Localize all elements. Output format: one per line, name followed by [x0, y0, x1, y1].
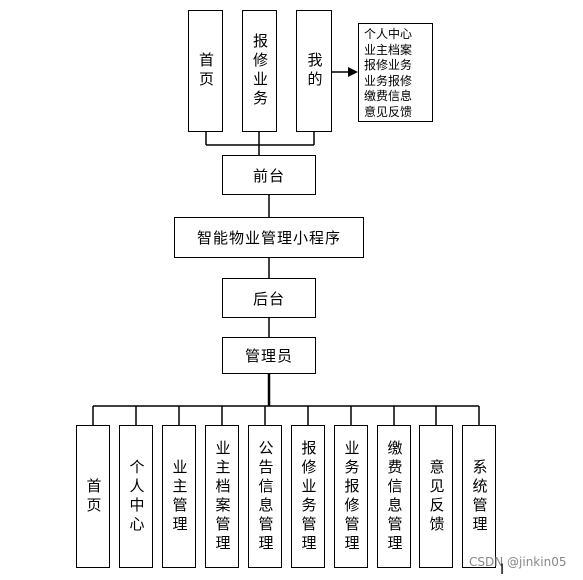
module-business-repair: 业务报修管理	[334, 425, 368, 568]
module-label: 缴费信息管理	[385, 439, 404, 554]
app-label: 智能物业管理小程序	[196, 229, 341, 247]
module-label: 公告信息管理	[256, 439, 275, 554]
module-label: 业务报修管理	[342, 439, 361, 554]
my-items-list: 个人中心 业主档案 报修业务 业务报修 缴费信息 意见反馈	[358, 23, 433, 122]
app-box: 智能物业管理小程序	[174, 217, 364, 258]
module-label: 意见反馈	[427, 458, 446, 535]
module-label: 业主管理	[170, 458, 189, 535]
front-nav-mine-label: 我的	[305, 52, 324, 90]
module-label: 首页	[84, 477, 103, 516]
module-home: 首页	[76, 425, 110, 568]
module-payment: 缴费信息管理	[377, 425, 411, 568]
back-box: 后台	[222, 278, 316, 318]
my-item: 缴费信息	[364, 89, 413, 103]
module-label: 个人中心	[127, 458, 146, 535]
front-box: 前台	[222, 155, 316, 195]
text-cursor-icon: I	[500, 562, 505, 578]
module-owner-management: 业主管理	[162, 425, 196, 568]
my-item: 意见反馈	[364, 104, 413, 119]
front-nav-repair: 报修业务	[242, 10, 277, 132]
my-item: 报修业务	[364, 58, 413, 72]
my-item: 个人中心	[364, 27, 413, 41]
module-feedback: 意见反馈	[419, 425, 453, 568]
module-label: 系统管理	[470, 458, 489, 535]
module-label: 报修业务管理	[299, 439, 318, 554]
module-label: 业主档案管理	[213, 439, 232, 554]
my-item: 业务报修	[364, 73, 413, 88]
module-repair-business: 报修业务管理	[291, 425, 325, 568]
module-owner-archive: 业主档案管理	[205, 425, 239, 568]
admin-box: 管理员	[222, 337, 316, 374]
admin-label: 管理员	[244, 347, 293, 365]
my-item: 业主档案	[364, 42, 413, 57]
module-personal-center: 个人中心	[119, 425, 153, 568]
front-label: 前台	[252, 166, 285, 185]
module-system: 系统管理	[462, 425, 496, 568]
module-notice: 公告信息管理	[248, 425, 282, 568]
front-nav-mine: 我的	[296, 10, 332, 132]
front-nav-repair-label: 报修业务	[251, 33, 269, 109]
front-nav-home: 首页	[188, 10, 223, 132]
front-nav-home-label: 首页	[197, 52, 215, 90]
back-label: 后台	[252, 289, 285, 308]
watermark: CSDN @jinkin05	[469, 555, 567, 569]
